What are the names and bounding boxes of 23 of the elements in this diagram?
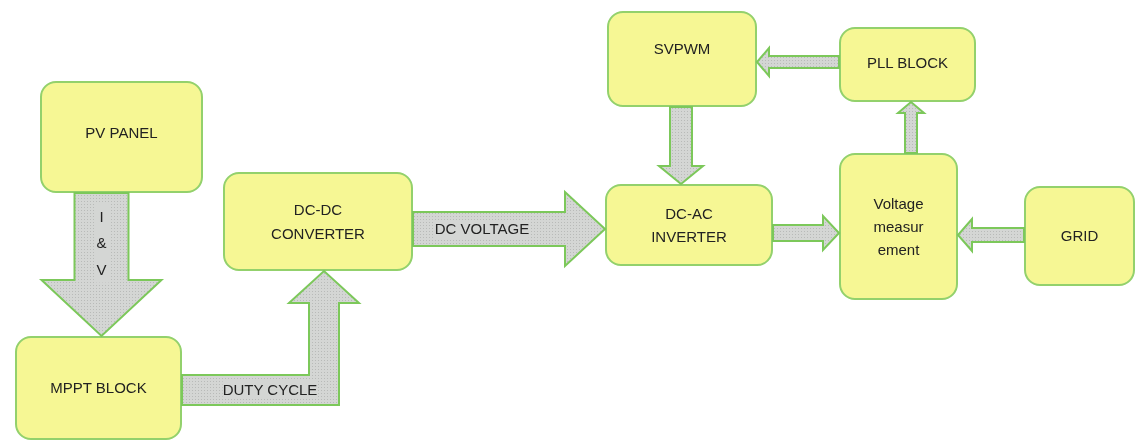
process-box bbox=[1024, 186, 1135, 286]
block-arrow bbox=[895, 100, 927, 154]
process-box bbox=[40, 81, 203, 193]
box-label: MPPT BLOCK bbox=[50, 378, 147, 399]
edge-label: DUTY CYCLE bbox=[222, 381, 318, 399]
process-box bbox=[839, 27, 976, 102]
block-arrow bbox=[772, 213, 841, 253]
box-label: DC-AC INVERTER bbox=[650, 203, 728, 247]
process-box bbox=[15, 336, 182, 440]
box-label: SVPWM bbox=[653, 39, 711, 59]
process-box bbox=[607, 11, 757, 107]
box-label: PV PANEL bbox=[85, 123, 158, 143]
box-label: GRID bbox=[1060, 226, 1099, 247]
process-box bbox=[605, 184, 773, 266]
process-box bbox=[839, 153, 958, 300]
box-label: DC-DC CONVERTER bbox=[270, 200, 366, 244]
block-arrow bbox=[656, 106, 706, 186]
process-box bbox=[223, 172, 413, 271]
box-label: Voltage measur ement bbox=[872, 193, 925, 261]
box-label: PLL BLOCK bbox=[866, 53, 949, 73]
edge-label: DC VOLTAGE bbox=[434, 220, 530, 238]
block-arrow bbox=[755, 45, 840, 79]
block-arrow bbox=[956, 216, 1025, 254]
